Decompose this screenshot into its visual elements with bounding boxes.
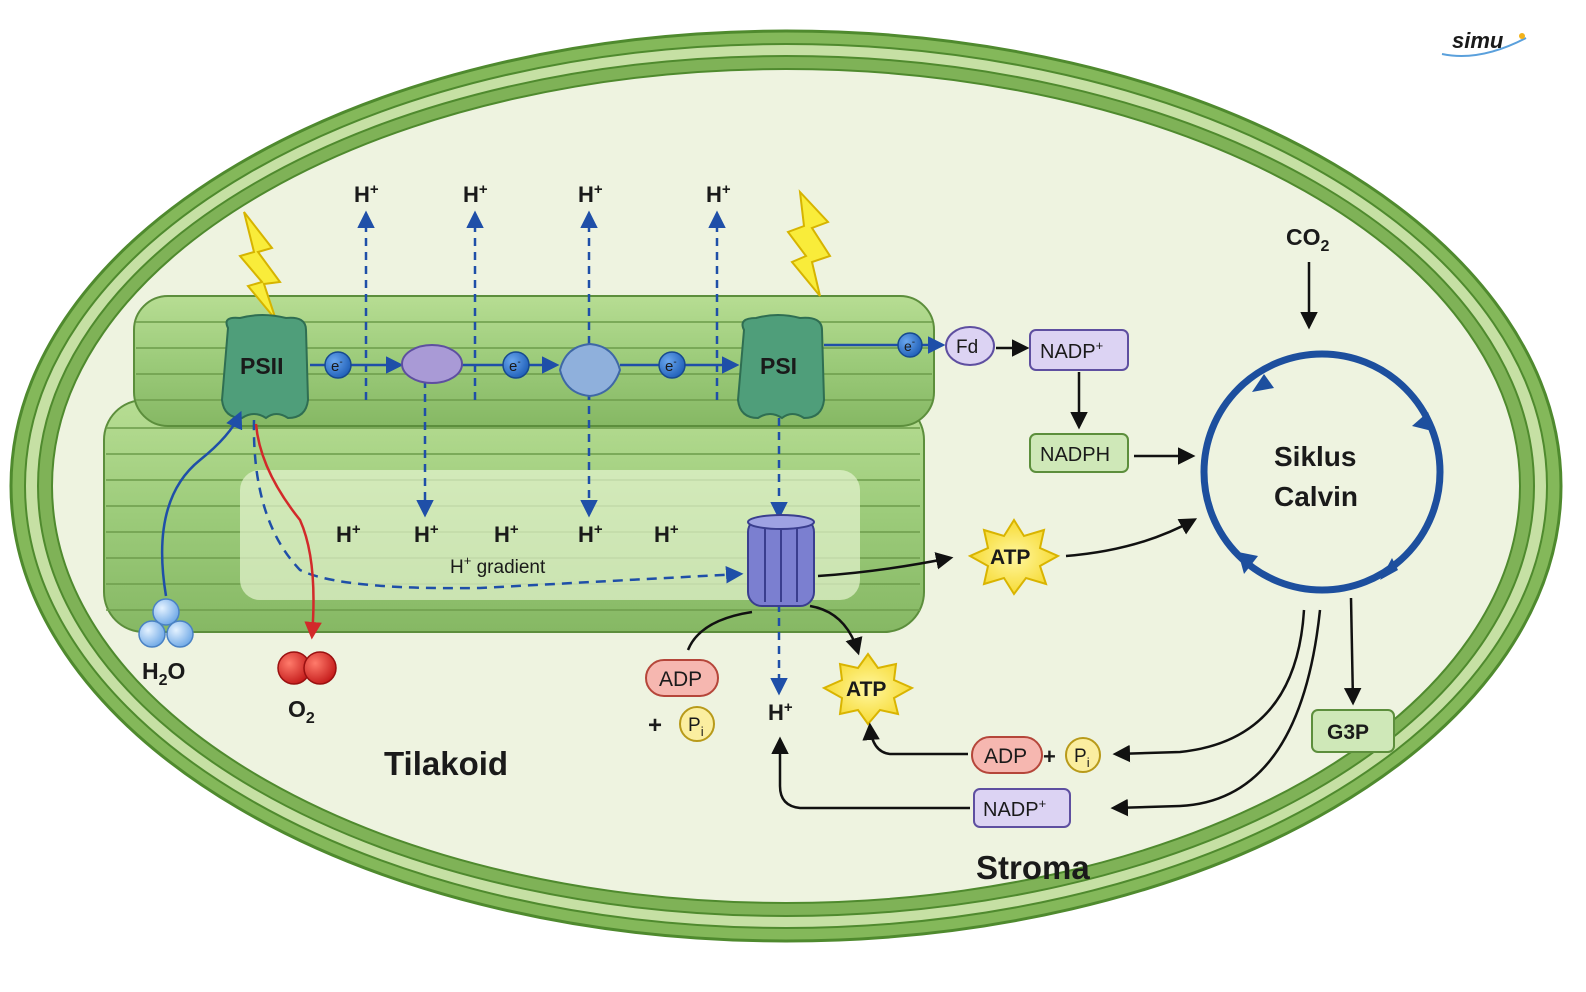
svg-text:e-: e-: [509, 357, 521, 375]
calvin-to-g3p-arrow: [1343, 597, 1362, 706]
water-label: H2O: [142, 658, 185, 689]
adp-badge: ADP: [645, 659, 719, 697]
atp-badge: ATP: [821, 652, 915, 726]
phosphate-badge: Pi: [1065, 737, 1101, 773]
psi-complex: PSI: [736, 314, 826, 420]
water-molecule: [138, 598, 194, 648]
svg-text:Fd: Fd: [956, 337, 978, 358]
water-to-psii-arrow: [160, 410, 243, 597]
oxygen-release-arrow: [254, 423, 322, 640]
electron: e-: [324, 351, 352, 379]
thylakoid-label: Tilakoid: [384, 745, 508, 782]
lightning-icon: [786, 189, 832, 297]
electron: e-: [897, 332, 923, 358]
adp-return-arrow: [862, 722, 968, 756]
calvin-to-adp-arrow: [1112, 609, 1306, 763]
nadp-return-arrow: [771, 736, 970, 810]
svg-text:NADP+: NADP+: [1040, 338, 1103, 363]
electron: e-: [502, 351, 530, 379]
svg-text:H+: H+: [494, 521, 519, 547]
co2-label: CO2: [1286, 224, 1330, 255]
svg-text:e-: e-: [331, 357, 343, 375]
gradient-flow-arrow: [252, 419, 744, 590]
svg-text:H+: H+: [463, 181, 488, 207]
svg-text:NADP+: NADP+: [983, 796, 1046, 821]
svg-text:H+: H+: [578, 181, 603, 207]
nadp-badge: NADP+: [1029, 329, 1129, 371]
plus-sign: +: [648, 712, 662, 739]
svg-text:ATP: ATP: [846, 678, 886, 701]
calvin-cycle: Siklus Calvin: [1200, 350, 1444, 594]
atp-synthase: [747, 514, 815, 607]
atp-badge: ATP: [967, 518, 1061, 596]
svg-text:H+: H+: [578, 521, 603, 547]
nadph-badge: NADPH: [1029, 433, 1129, 473]
electron: e-: [658, 351, 686, 379]
adp-to-synthase-arrow: [686, 610, 753, 651]
proton-labels-top: H+ H+ H+ H+: [354, 181, 731, 207]
cytochrome-carrier: [558, 342, 622, 398]
ferredoxin-badge: Fd: [945, 326, 995, 366]
stroma-label: Stroma: [976, 849, 1090, 886]
svg-text:Calvin: Calvin: [1274, 481, 1358, 512]
gradient-label: H+ gradient: [450, 553, 546, 578]
svg-text:H+: H+: [354, 181, 379, 207]
svg-text:ADP: ADP: [984, 745, 1027, 768]
svg-text:NADPH: NADPH: [1040, 444, 1110, 466]
synthase-to-atp-arrow: [817, 552, 954, 578]
svg-text:H+: H+: [654, 521, 679, 547]
synthase-to-atp-lower-arrow: [809, 604, 863, 656]
svg-text:Siklus: Siklus: [1274, 441, 1356, 472]
plastoquinone-carrier: [401, 344, 463, 384]
phosphate-badge: Pi: [679, 706, 715, 742]
svg-text:ADP: ADP: [659, 668, 702, 691]
svg-text:simu: simu: [1452, 28, 1504, 53]
plus-sign: +: [1043, 744, 1056, 769]
svg-text:e-: e-: [904, 337, 915, 354]
proton-label-stroma: H+: [768, 699, 793, 725]
psii-complex: PSII: [220, 314, 310, 420]
oxygen-molecule: [277, 651, 337, 685]
svg-text:e-: e-: [665, 357, 677, 375]
proton-downward-arrows: [416, 380, 788, 696]
adp-badge: ADP: [971, 736, 1043, 774]
svg-text:Pi: Pi: [1074, 746, 1090, 770]
svg-text:Pi: Pi: [688, 715, 704, 739]
calvin-to-nadp-arrow: [1110, 609, 1322, 817]
simu-logo: simu: [1441, 28, 1527, 57]
nadp-badge: NADP+: [973, 788, 1071, 828]
oxygen-label: O2: [288, 696, 315, 727]
proton-labels-lumen: H+ H+ H+ H+ H+: [336, 521, 679, 547]
svg-text:ATP: ATP: [990, 546, 1030, 569]
svg-text:PSII: PSII: [240, 353, 283, 379]
svg-text:H+: H+: [706, 181, 731, 207]
svg-text:H+: H+: [414, 521, 439, 547]
g3p-badge: G3P: [1311, 709, 1395, 753]
svg-text:H+: H+: [336, 521, 361, 547]
atp-to-calvin-arrow: [1065, 518, 1198, 558]
svg-text:PSI: PSI: [760, 353, 797, 379]
svg-text:G3P: G3P: [1327, 721, 1369, 744]
